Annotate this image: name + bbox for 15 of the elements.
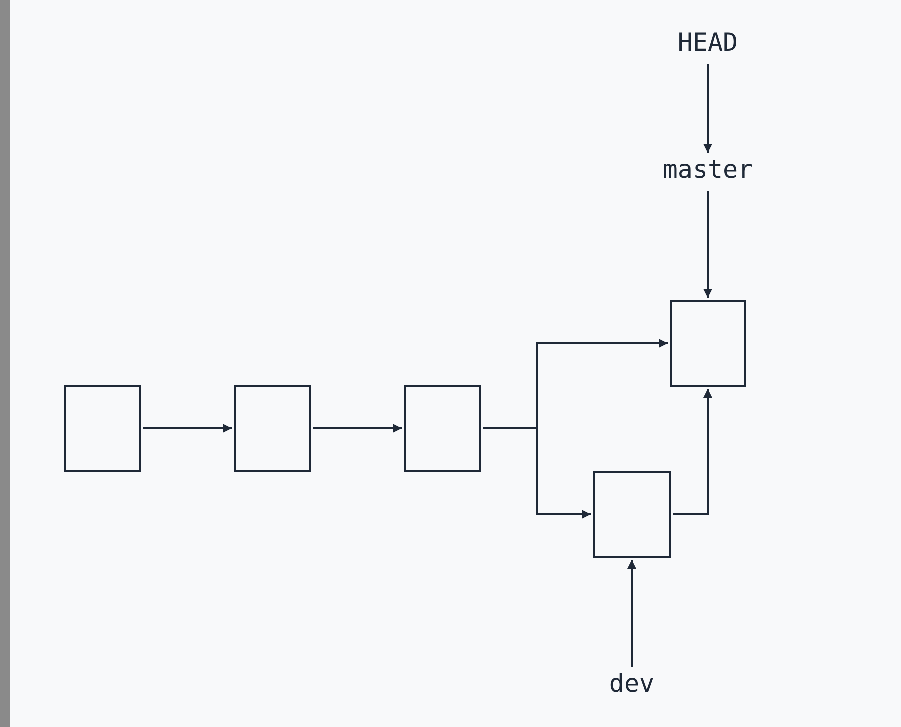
- branch-label: master: [662, 155, 754, 185]
- commit-box: [64, 385, 141, 472]
- commit-box: [593, 471, 671, 558]
- branch-label: dev: [608, 669, 656, 699]
- branch-label: HEAD: [676, 28, 740, 58]
- arrow: [313, 424, 402, 433]
- arrow: [673, 389, 712, 516]
- arrow: [704, 64, 712, 153]
- commit-box: [670, 300, 746, 387]
- arrow: [704, 191, 712, 298]
- arrow: [143, 424, 232, 433]
- arrow: [483, 428, 591, 519]
- arrow: [628, 560, 636, 667]
- commit-box: [404, 385, 481, 472]
- commit-box: [234, 385, 311, 472]
